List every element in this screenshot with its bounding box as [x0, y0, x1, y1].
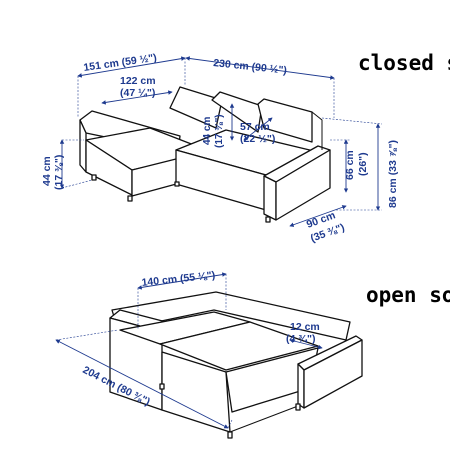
dim-151cm: 151 cm (59 ½")	[83, 52, 158, 74]
dim-230cm: 230 cm (90 ½")	[213, 57, 288, 77]
dim-44in-inner: (17 ⅜")	[214, 114, 225, 148]
dim-66in: (26")	[357, 152, 369, 176]
dim-12in: (4 ¾")	[286, 333, 316, 345]
closed-dimension-lines	[59, 56, 383, 227]
open-sofa-drawing	[109, 291, 363, 439]
closed-sofa-drawing	[79, 86, 331, 223]
dim-57cm: 57 cm	[240, 121, 270, 133]
dim-44cm-left: 44 cm	[41, 156, 53, 186]
open-dimension-lines	[55, 272, 323, 429]
closed-sofa-heading: closed so	[358, 51, 450, 75]
dim-12cm: 12 cm	[290, 321, 320, 333]
dim-86cm: 86 cm (33 ⅞")	[387, 140, 399, 208]
open-sofa-heading: open so	[366, 283, 450, 307]
dim-66cm: 66 cm	[344, 150, 356, 180]
dim-44cm-inner: 44 cm	[202, 117, 213, 145]
dim-140cm: 140 cm (55 ⅛")	[141, 269, 216, 289]
dim-57in: (22 ½")	[240, 133, 275, 145]
dim-122cm: 122 cm	[120, 75, 156, 87]
dim-44in-left: (17 ⅜")	[53, 155, 65, 190]
dim-122in: (47 ¼")	[120, 87, 155, 99]
